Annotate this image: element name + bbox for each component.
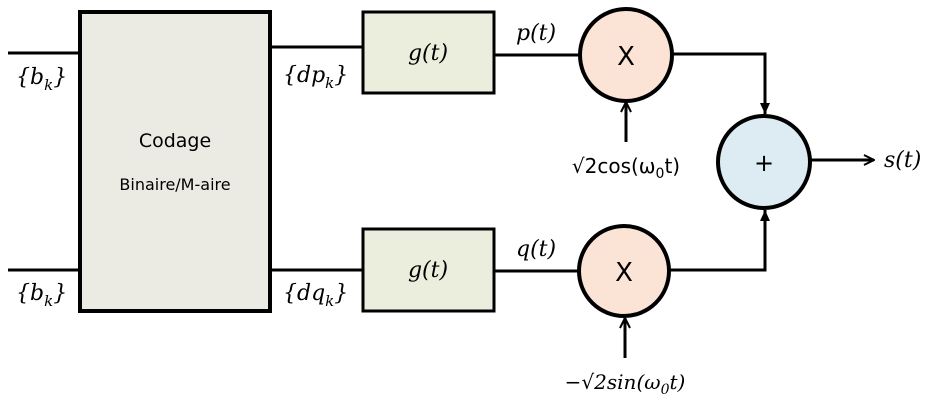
multiplier-symbol-bottom: X xyxy=(615,258,633,288)
dq-label: {dqk} xyxy=(283,281,348,310)
encoder-subtitle: Binaire/M-aire xyxy=(119,175,230,194)
adder-symbol: + xyxy=(754,149,774,177)
p-label: p(t) xyxy=(516,21,556,46)
encoder-block xyxy=(78,10,272,313)
filter-label-bottom: g(t) xyxy=(408,258,448,283)
input-label-top: {bk} xyxy=(16,65,67,94)
filter-label-top: g(t) xyxy=(408,41,448,66)
path-top-to-adder xyxy=(672,52,770,114)
input-label-bottom: {bk} xyxy=(16,281,67,310)
encoder-title: Codage xyxy=(139,130,211,152)
carrier-sin-label: −√2sin(ω0t) xyxy=(565,370,686,398)
dp-label: {dpk} xyxy=(283,63,348,92)
path-bottom-to-adder xyxy=(669,210,770,272)
multiplier-symbol-top: X xyxy=(617,42,635,72)
adder xyxy=(716,114,812,210)
carrier-cos-label: √2cos(ω0t) xyxy=(572,154,680,182)
filter-block-top xyxy=(361,10,496,95)
output-label: s(t) xyxy=(884,148,921,173)
q-label: q(t) xyxy=(516,237,556,262)
filter-block-bottom xyxy=(361,227,496,313)
